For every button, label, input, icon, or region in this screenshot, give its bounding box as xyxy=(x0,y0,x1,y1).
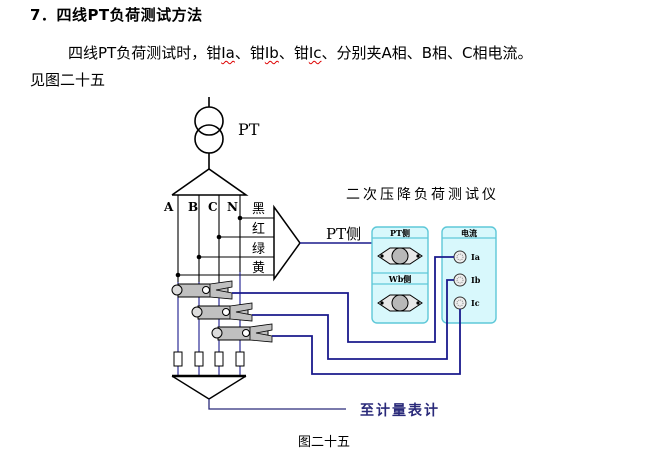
phase-label-c: C xyxy=(208,200,218,214)
meter-label: 至计量表计 xyxy=(360,402,440,419)
paragraph-text: 、分别夹A相、B相、C相电流。 xyxy=(321,44,533,62)
current-panel: 电流 Ia Ib Ic xyxy=(441,226,497,324)
port-ib-icon xyxy=(453,273,467,287)
clamp-ic xyxy=(211,323,273,343)
phase-label-b: B xyxy=(188,200,198,214)
instrument-title: 二次压降负荷测试仪 xyxy=(346,187,499,203)
phase-label-n: N xyxy=(227,200,238,214)
figure-reference: 见图二十五 xyxy=(30,71,106,89)
junction-dots xyxy=(175,215,243,278)
clamp-a-term: Ia xyxy=(221,44,235,62)
pt-side-label: PT侧 xyxy=(326,225,361,243)
paragraph-text: 、钳 xyxy=(234,44,265,62)
wire-label-red: 红 xyxy=(252,221,265,237)
section-number: 7． xyxy=(30,6,57,24)
current-panel-header: 电流 xyxy=(461,228,477,238)
port-ic-icon xyxy=(453,296,467,310)
port-ia-label: Ia xyxy=(471,252,480,262)
section-title: 四线PT负荷测试方法 xyxy=(56,6,203,24)
meter-bus-triangle xyxy=(171,374,346,410)
wire-label-yellow: 黄 xyxy=(252,261,265,276)
pt-panel: PT侧 Wb侧 xyxy=(371,226,429,324)
port-ic-label: Ic xyxy=(471,298,480,308)
port-ia-icon xyxy=(453,250,467,264)
wb-socket-icon xyxy=(377,294,423,312)
wire-label-black: 黑 xyxy=(252,202,265,217)
wiring-diagram: PT A B C N 黑 红 绿 黄 xyxy=(150,97,510,427)
clamp-b-term: Ib xyxy=(264,44,279,62)
clamp-cables xyxy=(232,256,461,375)
pt-panel-header: PT侧 xyxy=(390,228,410,238)
clamp-ib xyxy=(191,302,253,322)
wire-label-green: 绿 xyxy=(252,242,265,257)
clamp-ia xyxy=(171,280,233,300)
wb-panel-header: Wb侧 xyxy=(388,274,412,284)
pt-socket-icon xyxy=(377,247,423,265)
pt-label: PT xyxy=(238,120,260,139)
port-ib-label: Ib xyxy=(471,275,481,285)
phase-label-a: A xyxy=(163,200,174,214)
pt-plug-connector xyxy=(273,204,301,282)
paragraph-text: 、钳 xyxy=(278,44,309,62)
section-heading: 7．四线PT负荷测试方法 xyxy=(30,4,203,25)
body-paragraph: 四线PT负荷测试时，钳Ia、钳Ib、钳Ic、分别夹A相、B相、C相电流。 见图二… xyxy=(30,40,630,94)
pt-transformer-symbol xyxy=(171,97,249,196)
clamp-c-term: Ic xyxy=(308,44,322,62)
paragraph-text: 四线PT负荷测试时，钳 xyxy=(68,44,222,62)
fuses xyxy=(173,351,245,367)
figure-caption: 图二十五 xyxy=(297,435,350,450)
